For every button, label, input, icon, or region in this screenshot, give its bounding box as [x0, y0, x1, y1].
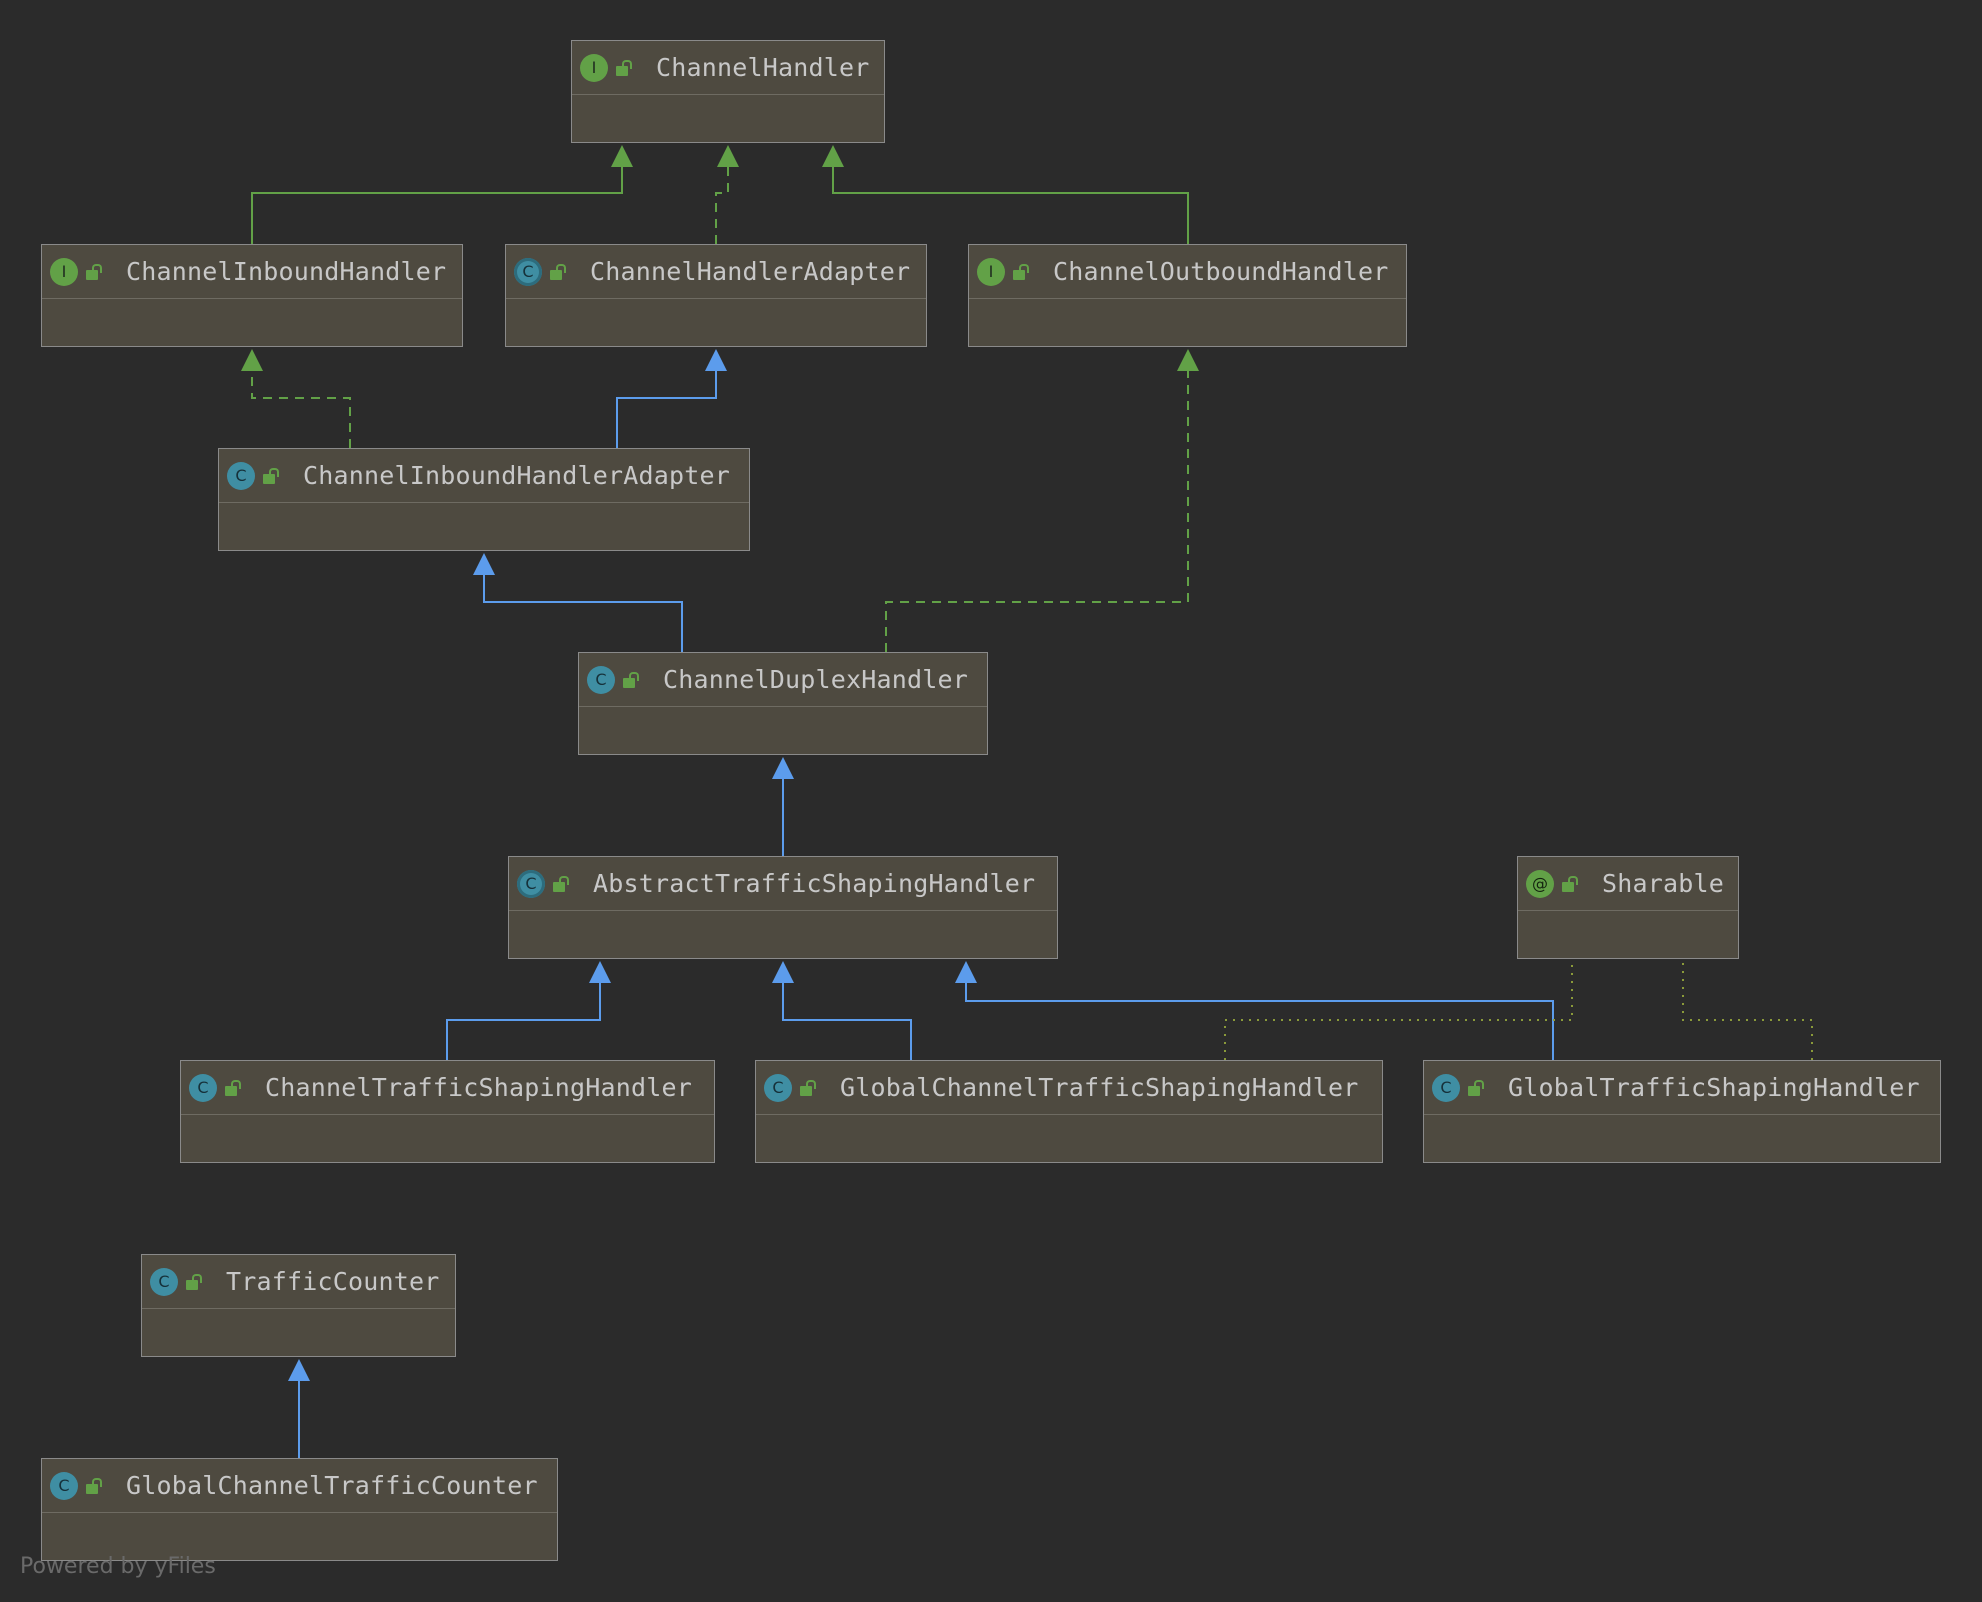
public-access-icon: [263, 467, 279, 484]
powered-by-footer: Powered by yFiles: [20, 1554, 216, 1579]
class-node-global-channel-traffic-shaping-handler[interactable]: C GlobalChannelTrafficShapingHandler: [755, 1060, 1383, 1163]
arrowhead-extends: [955, 961, 977, 983]
arrowhead-extends: [772, 757, 794, 779]
edge-interface-extends: [251, 167, 623, 244]
edge-implements: [251, 371, 351, 448]
class-name: ChannelOutboundHandler: [1053, 257, 1389, 286]
class-name: TrafficCounter: [226, 1267, 440, 1296]
arrowhead-implements: [717, 145, 739, 167]
public-access-icon: [623, 671, 639, 688]
public-access-icon: [553, 875, 569, 892]
class-name: ChannelDuplexHandler: [663, 665, 969, 694]
class-name: ChannelTrafficShapingHandler: [265, 1073, 693, 1102]
public-access-icon: [550, 263, 566, 280]
abstract-class-icon: C: [514, 257, 542, 286]
class-icon: C: [764, 1073, 792, 1102]
arrowhead-implements: [1177, 349, 1199, 371]
arrowhead-extends: [288, 1359, 310, 1381]
class-name: GlobalTrafficShapingHandler: [1508, 1073, 1920, 1102]
arrowhead-extends: [589, 961, 611, 983]
class-node-channel-traffic-shaping-handler[interactable]: C ChannelTrafficShapingHandler: [180, 1060, 715, 1163]
class-name: GlobalChannelTrafficShapingHandler: [840, 1073, 1359, 1102]
arrowhead-extends: [772, 961, 794, 983]
class-icon: C: [150, 1267, 178, 1296]
class-name: GlobalChannelTrafficCounter: [126, 1471, 538, 1500]
public-access-icon: [186, 1273, 202, 1290]
arrowhead-extends: [705, 349, 727, 371]
class-node-abstract-traffic-shaping-handler[interactable]: C AbstractTrafficShapingHandler: [508, 856, 1058, 959]
abstract-class-icon: C: [517, 869, 545, 898]
annotation-icon: @: [1526, 869, 1554, 898]
public-access-icon: [1013, 263, 1029, 280]
class-name: AbstractTrafficShapingHandler: [593, 869, 1036, 898]
class-node-channel-inbound-handler-adapter[interactable]: C ChannelInboundHandlerAdapter: [218, 448, 750, 551]
public-access-icon: [86, 1477, 102, 1494]
arrowhead-implements: [241, 349, 263, 371]
public-access-icon: [225, 1079, 241, 1096]
edge-interface-extends: [832, 167, 1189, 244]
edge-implements: [885, 371, 1189, 652]
class-name: Sharable: [1602, 869, 1725, 898]
class-icon: C: [1432, 1073, 1460, 1102]
class-node-global-channel-traffic-counter[interactable]: C GlobalChannelTrafficCounter: [41, 1458, 558, 1561]
public-access-icon: [800, 1079, 816, 1096]
class-node-traffic-counter[interactable]: C TrafficCounter: [141, 1254, 456, 1357]
edge-annotated-with: [1682, 961, 1813, 1060]
public-access-icon: [1468, 1079, 1484, 1096]
class-name: ChannelHandler: [656, 53, 870, 82]
class-node-channel-duplex-handler[interactable]: C ChannelDuplexHandler: [578, 652, 988, 755]
edge-annotated-with: [1224, 961, 1573, 1060]
interface-icon: I: [580, 53, 608, 82]
public-access-icon: [86, 263, 102, 280]
class-node-channel-handler[interactable]: I ChannelHandler: [571, 40, 885, 143]
interface-icon: I: [50, 257, 78, 286]
class-name: ChannelInboundHandlerAdapter: [303, 461, 731, 490]
arrowhead-interface-extends: [822, 145, 844, 167]
class-node-channel-handler-adapter[interactable]: C ChannelHandlerAdapter: [505, 244, 927, 347]
edge-extends: [446, 983, 601, 1060]
class-node-sharable[interactable]: @ Sharable: [1517, 856, 1739, 959]
class-node-channel-outbound-handler[interactable]: I ChannelOutboundHandler: [968, 244, 1407, 347]
public-access-icon: [616, 59, 632, 76]
public-access-icon: [1562, 875, 1578, 892]
class-icon: C: [587, 665, 615, 694]
arrowhead-extends: [473, 553, 495, 575]
class-name: ChannelHandlerAdapter: [590, 257, 911, 286]
edge-implements: [715, 167, 729, 244]
class-name: ChannelInboundHandler: [126, 257, 447, 286]
class-icon: C: [227, 461, 255, 490]
class-node-global-traffic-shaping-handler[interactable]: C GlobalTrafficShapingHandler: [1423, 1060, 1941, 1163]
edge-extends: [965, 983, 1554, 1060]
class-node-channel-inbound-handler[interactable]: I ChannelInboundHandler: [41, 244, 463, 347]
arrowhead-interface-extends: [611, 145, 633, 167]
edge-extends: [483, 575, 683, 652]
class-icon: C: [189, 1073, 217, 1102]
edge-extends: [782, 983, 912, 1060]
edge-extends: [616, 371, 717, 448]
class-icon: C: [50, 1471, 78, 1500]
interface-icon: I: [977, 257, 1005, 286]
